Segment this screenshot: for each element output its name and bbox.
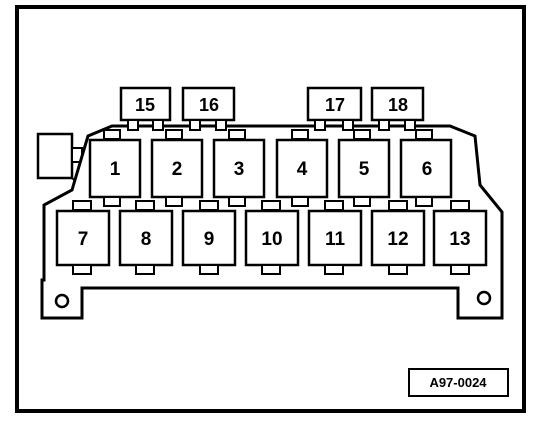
relay-label: 5	[359, 159, 370, 180]
reference-code-box: A97-0024	[408, 368, 509, 397]
relay-18: 18	[370, 86, 425, 131]
relay-12: 12	[370, 200, 426, 275]
relay-label: 4	[297, 159, 308, 180]
relay-label: 15	[135, 95, 155, 115]
outer-frame	[15, 5, 526, 413]
relay-5: 5	[337, 129, 391, 207]
relay-label: 17	[325, 95, 345, 115]
side-connector	[36, 132, 87, 191]
relay-2: 2	[150, 129, 204, 207]
relay-label: 12	[387, 229, 408, 250]
relay-label: 9	[204, 229, 215, 250]
relay-1: 1	[88, 129, 142, 207]
relay-label: 2	[172, 159, 183, 180]
relay-label: 16	[199, 95, 219, 115]
relay-3: 3	[212, 129, 266, 207]
relay-16: 16	[181, 86, 236, 131]
relay-8: 8	[118, 200, 174, 275]
relay-label: 3	[234, 159, 245, 180]
relay-13: 13	[432, 200, 488, 275]
relay-15: 15	[119, 86, 172, 131]
relay-label: 7	[78, 229, 89, 250]
relay-4: 4	[275, 129, 329, 207]
relay-label: 18	[388, 95, 408, 115]
mounting-hole-left	[54, 293, 70, 309]
relay-7: 7	[55, 200, 111, 275]
relay-10: 10	[244, 200, 300, 275]
relay-11: 11	[307, 200, 363, 275]
relay-9: 9	[181, 200, 237, 275]
relay-label: 13	[449, 229, 470, 250]
reference-code: A97-0024	[429, 375, 487, 390]
relay-label: 6	[422, 159, 433, 180]
relay-17: 17	[306, 86, 363, 131]
relay-label: 10	[261, 229, 282, 250]
relay-label: 1	[110, 159, 121, 180]
relay-6: 6	[399, 129, 453, 207]
relay-label: 11	[325, 229, 346, 250]
mounting-hole-right	[476, 290, 492, 306]
relay-label: 8	[141, 229, 152, 250]
